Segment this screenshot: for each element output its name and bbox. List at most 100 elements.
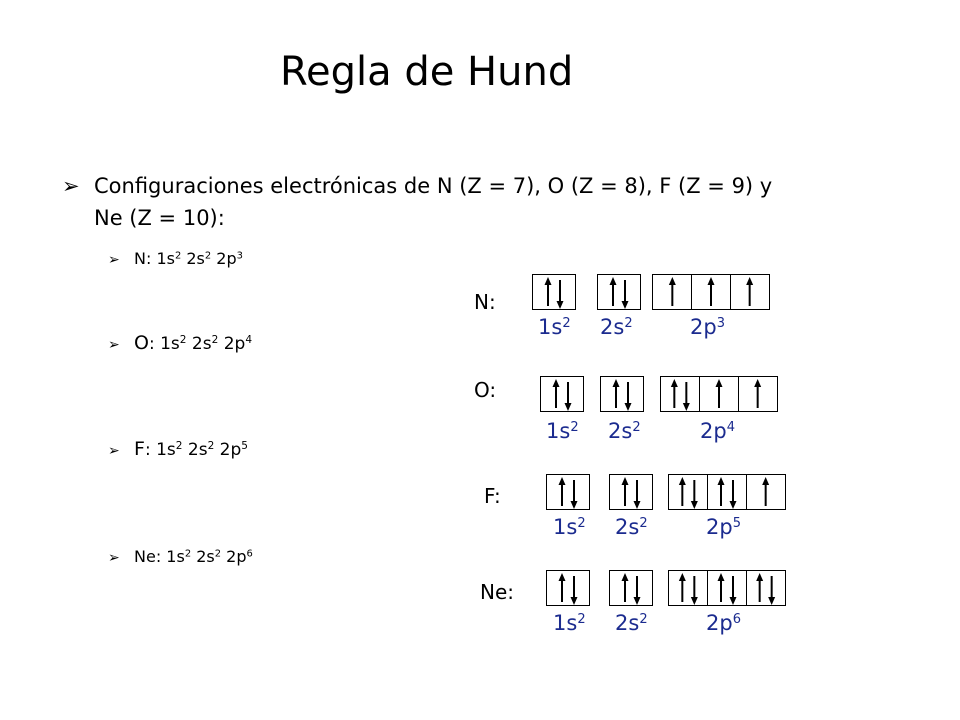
spin-down-arrow-icon <box>570 576 578 605</box>
electron-spins <box>670 379 762 411</box>
config-symbol: N <box>134 249 146 268</box>
spin-up-arrow-icon <box>762 477 770 506</box>
spin-down-arrow-icon <box>729 576 737 605</box>
config-line-ne: ➢Ne: 1s2 2s2 2p6 <box>108 546 253 569</box>
spin-down-arrow-icon <box>768 576 776 605</box>
arrow-bullet-icon: ➢ <box>108 252 120 268</box>
orbital-box-1s <box>540 376 584 412</box>
config-line-n: ➢N: 1s2 2s2 2p3 <box>108 248 243 271</box>
electron-spins <box>621 573 641 605</box>
config-line-f: ➢F: 1s2 2s2 2p5 <box>108 438 248 460</box>
spin-up-arrow-icon <box>609 277 617 306</box>
spin-up-arrow-icon <box>678 477 686 506</box>
spin-down-arrow-icon <box>633 480 641 509</box>
intro-text: Configuraciones electrónicas de N (Z = 7… <box>94 174 773 230</box>
orbital-box-2p <box>660 376 778 412</box>
spin-up-arrow-icon <box>717 477 725 506</box>
spin-down-arrow-icon <box>564 382 572 411</box>
orbital-box-1s <box>546 474 590 510</box>
spin-up-arrow-icon <box>754 379 762 408</box>
spin-up-arrow-icon <box>612 379 620 408</box>
config-term: 1s2 <box>166 547 192 566</box>
electron-spins <box>668 277 754 306</box>
config-term: 1s2 <box>156 440 183 460</box>
spin-up-arrow-icon <box>558 573 566 602</box>
electron-spins <box>544 277 564 309</box>
spin-up-arrow-icon <box>756 573 764 602</box>
config-term: 2p3 <box>216 249 243 268</box>
config-symbol: Ne <box>134 547 156 566</box>
arrow-bullet-icon: ➢ <box>108 337 120 353</box>
arrow-bullet-icon: ➢ <box>108 443 120 459</box>
arrow-bullet-icon: ➢ <box>62 174 80 198</box>
config-term: 1s2 <box>156 249 182 268</box>
orbital-label-2s: 2s2 <box>615 611 648 635</box>
orbital-box-2p <box>652 274 770 310</box>
config-term: 2s2 <box>187 440 215 460</box>
spin-up-arrow-icon <box>678 573 686 602</box>
orbital-label-1s: 1s2 <box>546 419 579 443</box>
orbital-box-1s <box>546 570 590 606</box>
config-line-o: ➢O: 1s2 2s2 2p4 <box>108 332 253 354</box>
diagram-label-n: N: <box>474 290 496 314</box>
spin-down-arrow-icon <box>624 382 632 411</box>
orbital-box-2s <box>597 274 641 310</box>
spin-down-arrow-icon <box>633 576 641 605</box>
orbital-label-1s: 1s2 <box>553 515 586 539</box>
electron-spins <box>558 477 578 509</box>
orbital-label-2p: 2p3 <box>690 315 725 339</box>
orbital-label-1s: 1s2 <box>553 611 586 635</box>
spin-down-arrow-icon <box>556 280 564 309</box>
spin-up-arrow-icon <box>621 477 629 506</box>
orbital-label-2p: 2p6 <box>706 611 741 635</box>
spin-up-arrow-icon <box>717 573 725 602</box>
spin-up-arrow-icon <box>670 379 678 408</box>
config-term: 1s2 <box>160 334 187 354</box>
electron-spins <box>612 379 632 411</box>
spin-up-arrow-icon <box>621 573 629 602</box>
diagram-label-o: O: <box>474 378 497 402</box>
electron-spins <box>678 573 776 605</box>
orbital-box-2s <box>609 474 653 510</box>
spin-down-arrow-icon <box>690 480 698 509</box>
electron-spins <box>558 573 578 605</box>
spin-up-arrow-icon <box>552 379 560 408</box>
config-term: 2p4 <box>223 334 253 354</box>
diagram-label-ne: Ne: <box>480 580 515 604</box>
spin-down-arrow-icon <box>621 280 629 309</box>
orbital-label-2p: 2p5 <box>706 515 741 539</box>
orbital-box-2p <box>668 570 786 606</box>
config-term: 2s2 <box>196 547 222 566</box>
spin-down-arrow-icon <box>729 480 737 509</box>
spin-up-arrow-icon <box>558 477 566 506</box>
spin-up-arrow-icon <box>715 379 723 408</box>
config-symbol: F <box>134 438 145 460</box>
orbital-label-2p: 2p4 <box>700 419 735 443</box>
diagram-label-f: F: <box>484 484 501 508</box>
config-term: 2s2 <box>191 334 219 354</box>
orbital-box-2s <box>609 570 653 606</box>
orbital-label-1s: 1s2 <box>538 315 571 339</box>
config-symbol: O <box>134 332 149 354</box>
electron-spins <box>621 477 641 509</box>
orbital-box-1s <box>532 274 576 310</box>
config-term: 2s2 <box>186 249 212 268</box>
electron-spins <box>609 277 629 309</box>
config-term: 2p6 <box>226 547 253 566</box>
orbital-label-2s: 2s2 <box>600 315 633 339</box>
arrow-bullet-icon: ➢ <box>108 550 120 566</box>
spin-up-arrow-icon <box>707 277 715 306</box>
slide-title: Regla de Hund <box>280 49 574 95</box>
spin-up-arrow-icon <box>544 277 552 306</box>
orbital-box-2s <box>600 376 644 412</box>
orbital-label-2s: 2s2 <box>608 419 641 443</box>
spin-down-arrow-icon <box>570 480 578 509</box>
spin-down-arrow-icon <box>690 576 698 605</box>
spin-up-arrow-icon <box>668 277 676 306</box>
spin-up-arrow-icon <box>746 277 754 306</box>
electron-spins <box>552 379 572 411</box>
orbital-box-2p <box>668 474 786 510</box>
spin-down-arrow-icon <box>682 382 690 411</box>
config-term: 2p5 <box>219 440 248 460</box>
orbital-label-2s: 2s2 <box>615 515 648 539</box>
